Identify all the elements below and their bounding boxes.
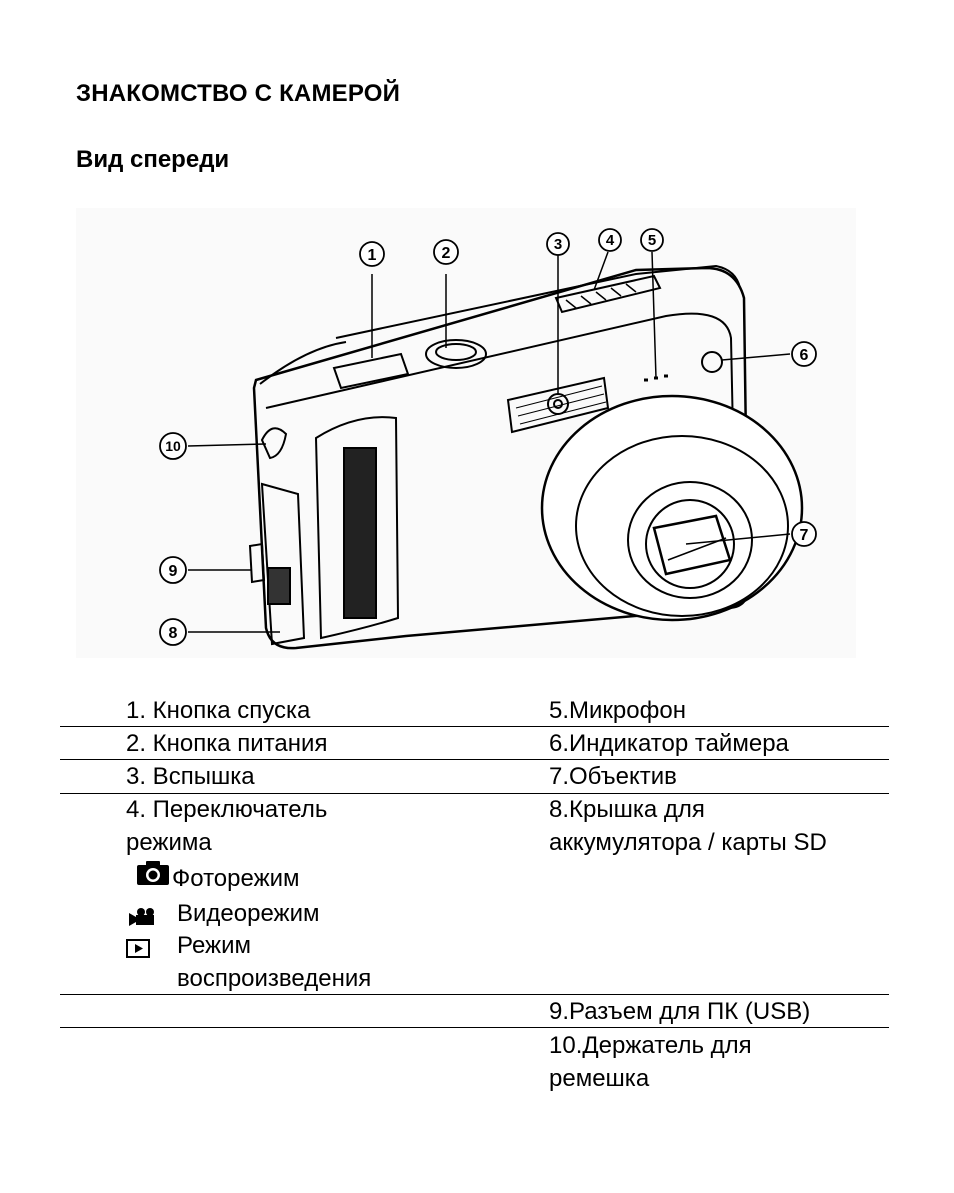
camera-front-diagram: 1 2 3 4 5 6 7 8 9 10 <box>76 208 856 658</box>
item-10-strap-holder-cont: ремешка <box>549 1065 650 1092</box>
callout-9-label: 9 <box>169 563 178 580</box>
callout-7 <box>791 521 817 547</box>
callout-4 <box>598 228 622 252</box>
subsection-title: Вид спереди <box>76 146 230 173</box>
callout-5-label: 5 <box>648 232 656 249</box>
table-rule <box>60 1027 889 1028</box>
callout-6-label: 6 <box>800 347 809 364</box>
callout-7-label: 7 <box>800 527 809 544</box>
callout-3-label: 3 <box>554 236 562 253</box>
item-5-microphone: 5.Микрофон <box>549 697 686 724</box>
callout-6 <box>791 341 817 367</box>
item-4-mode-switch: 4. Переключатель <box>126 796 328 823</box>
item-8-battery-cover-cont: аккумулятора / карты SD <box>549 829 827 856</box>
camera-icon <box>136 860 170 895</box>
callout-8-label: 8 <box>169 625 178 642</box>
video-camera-icon <box>126 903 156 936</box>
callout-10-label: 10 <box>165 438 181 454</box>
table-rule <box>60 793 889 794</box>
section-title: ЗНАКОМСТВО С КАМЕРОЙ <box>76 80 401 107</box>
callout-2-label: 2 <box>442 245 451 262</box>
callout-8 <box>159 618 187 646</box>
item-10-strap-holder: 10.Держатель для <box>549 1032 752 1059</box>
play-icon <box>126 935 150 968</box>
callout-4-label: 4 <box>606 232 615 249</box>
mode-video-label: Видеорежим <box>177 900 320 927</box>
callout-1-label: 1 <box>368 247 377 264</box>
callout-10 <box>159 432 187 460</box>
item-1-shutter-button: 1. Кнопка спуска <box>126 697 311 724</box>
callout-2 <box>433 239 459 265</box>
mode-playback-label: Режим <box>177 932 251 959</box>
table-rule <box>60 726 889 727</box>
callout-3 <box>546 232 570 256</box>
item-7-lens: 7.Объектив <box>549 763 677 790</box>
item-2-power-button: 2. Кнопка питания <box>126 730 328 757</box>
table-rule <box>60 994 889 995</box>
callout-1 <box>359 241 385 267</box>
item-4-mode-switch-cont: режима <box>126 829 212 856</box>
callout-9 <box>159 556 187 584</box>
item-6-timer-indicator: 6.Индикатор таймера <box>549 730 789 757</box>
mode-playback-cont: воспроизведения <box>177 965 372 992</box>
item-3-flash: 3. Вспышка <box>126 763 255 790</box>
item-9-usb-port: 9.Разъем для ПК (USB) <box>549 998 811 1025</box>
mode-photo-label: Фоторежим <box>172 865 300 892</box>
item-8-battery-cover: 8.Крышка для <box>549 796 705 823</box>
table-rule <box>60 759 889 760</box>
callout-5 <box>640 228 664 252</box>
